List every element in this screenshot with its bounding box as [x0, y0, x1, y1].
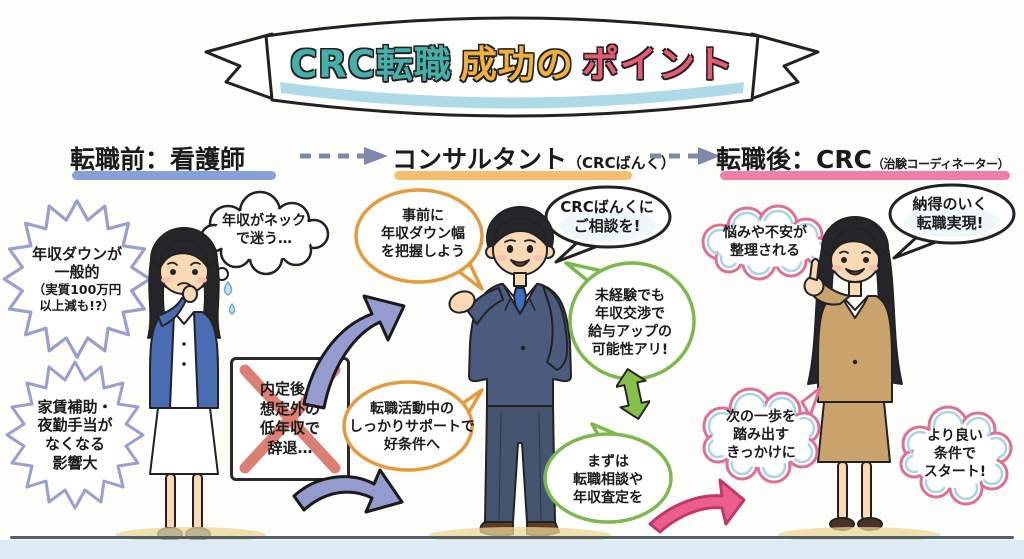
title-part-2: 成功の: [459, 43, 574, 86]
cloud-bubble-icon: [702, 386, 822, 484]
heading-consultant-underline: [394, 171, 632, 180]
consultant-character: [435, 198, 605, 545]
heading-after-main: 転職後：CRC: [716, 145, 872, 174]
speech-bubble-icon: [544, 185, 672, 264]
cloud-bubble-icon: [701, 204, 833, 281]
heading-after-note: （治験コーディネーター）: [871, 157, 1010, 171]
bubble-relief-text: 悩みや不安が 整理される: [723, 224, 807, 259]
cloud-bubble-next-step: 次の一歩を 踏み出す きっかけに: [690, 376, 832, 494]
burst-allowance-text: 家賃補助・ 夜勤手当が なくなる 影響大: [37, 397, 113, 472]
speech-bubble-icon: [342, 380, 484, 472]
title-part-1: CRC転職: [290, 43, 452, 86]
speech-bubble-icon: [354, 188, 484, 291]
speech-bubble-support: 転職活動中の しっかりサポートで 好条件へ: [340, 376, 484, 478]
heading-consultant-main: コンサルタント: [392, 145, 568, 174]
shadow-crc-woman: [778, 527, 940, 543]
bubble-success-text: 納得のいく 転職実現!: [912, 194, 988, 233]
title-part-3: ポイント: [581, 43, 734, 86]
heading-before: 転職前：看護師: [70, 145, 246, 174]
heading-before-underline: [72, 171, 276, 180]
cloud-bubble-better-start: より良い 条件で スタート!: [890, 390, 1020, 518]
bubble-negotiation-text: 未経験でも 年収交渉で 給与アップの 可能性アリ!: [588, 287, 672, 359]
speech-bubble-prepare: 事前に 年収ダウン幅 を把握しよう: [352, 186, 494, 294]
heading-after-underline: [720, 171, 1010, 180]
speech-bubble-icon: [543, 422, 673, 524]
flow-arrow-1-icon: [298, 146, 390, 166]
heading-after: 転職後：CRC（治験コーディネーター）: [716, 140, 1010, 176]
thought-bubble-hesitate: 年収がネック で迷う…: [188, 186, 340, 291]
burst-salary-text: 年収ダウンが 一般的 （実質100万円 以上減も!?）: [2, 198, 152, 360]
speech-bubble-negotiation: 未経験でも 年収交渉で 給与アップの 可能性アリ!: [560, 255, 700, 383]
pink-arrow-icon: [646, 474, 746, 536]
ground-line: [10, 536, 1014, 539]
bubble-first-step-text: まずは 転職相談や 年収査定を: [573, 453, 643, 507]
heading-consultant-note: （CRCばんく）: [567, 154, 676, 172]
burst-salary-sub: （実質100万円 以上減も!?）: [32, 282, 122, 313]
bubble-next-step-text: 次の一歩を 踏み出す きっかけに: [726, 408, 796, 462]
cloud-bubble-icon: [899, 405, 1013, 506]
flow-arrow-2-icon: [648, 146, 722, 166]
title-banner: CRC転職 成功の ポイント: [192, 6, 832, 124]
ground-strip: [0, 540, 1024, 559]
thought-bubble-text: 年収がネック で迷う…: [222, 212, 306, 247]
bubble-support-text: 転職活動中の しっかりサポートで 好条件へ: [349, 400, 475, 454]
curved-arrow-up-icon: [292, 276, 410, 414]
double-arrow-icon: [616, 366, 650, 422]
burst-bubble-allowance: 家賃補助・ 夜勤手当が なくなる 影響大: [2, 360, 148, 510]
burst-bubble-salary-down: 年収ダウンが 一般的 （実質100万円 以上減も!?）: [2, 198, 152, 360]
speech-bubble-contact: CRCばんくに ご相談を!: [540, 184, 674, 264]
speech-bubble-first-step: まずは 転職相談や 年収査定を: [538, 422, 678, 526]
starburst-icon: [5, 360, 145, 510]
burst-salary-main: 年収ダウンが 一般的: [31, 244, 122, 282]
ribbon-banner-icon: [204, 16, 820, 118]
curved-arrow-right-icon: [286, 466, 406, 538]
thought-cloud-icon: [199, 190, 330, 290]
bubble-prepare-text: 事前に 年収ダウン幅 を把握しよう: [381, 207, 465, 261]
speech-bubble-icon: [888, 183, 1016, 260]
cloud-bubble-relief: 悩みや不安が 整理される: [690, 198, 840, 286]
bubble-better-start-text: より良い 条件で スタート!: [923, 427, 987, 481]
speech-bubble-success: 納得のいく 転職実現!: [882, 182, 1018, 260]
shadow-nurse: [116, 527, 266, 543]
heading-consultant: コンサルタント（CRCばんく）: [392, 140, 676, 176]
page-title: CRC転職 成功の ポイント: [192, 30, 832, 92]
starburst-icon: [2, 199, 152, 359]
bubble-contact-text: CRCばんくに ご相談を!: [560, 197, 654, 236]
